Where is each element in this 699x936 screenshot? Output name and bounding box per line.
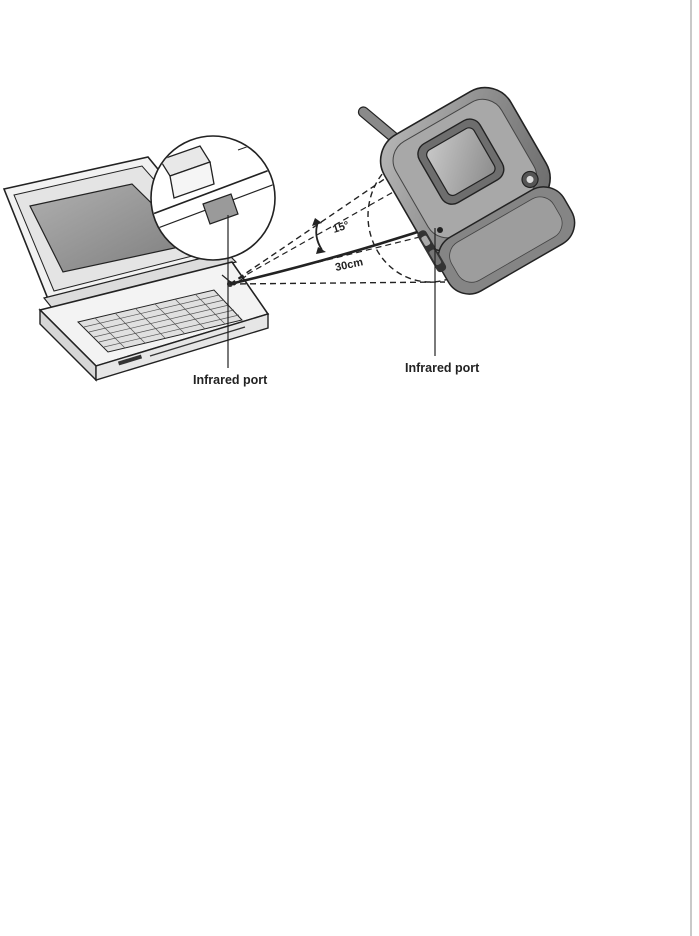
mobile-phone xyxy=(347,40,585,305)
angle-label: 15° xyxy=(331,219,351,236)
distance-label: 30cm xyxy=(334,256,364,274)
phone-port-label: Infrared port xyxy=(405,361,480,375)
infrared-connection-diagram: Infrared port Infrared port 15° 30cm xyxy=(0,0,699,420)
laptop-port-label: Infrared port xyxy=(193,373,268,387)
phone-ir-port-dot xyxy=(437,227,443,233)
